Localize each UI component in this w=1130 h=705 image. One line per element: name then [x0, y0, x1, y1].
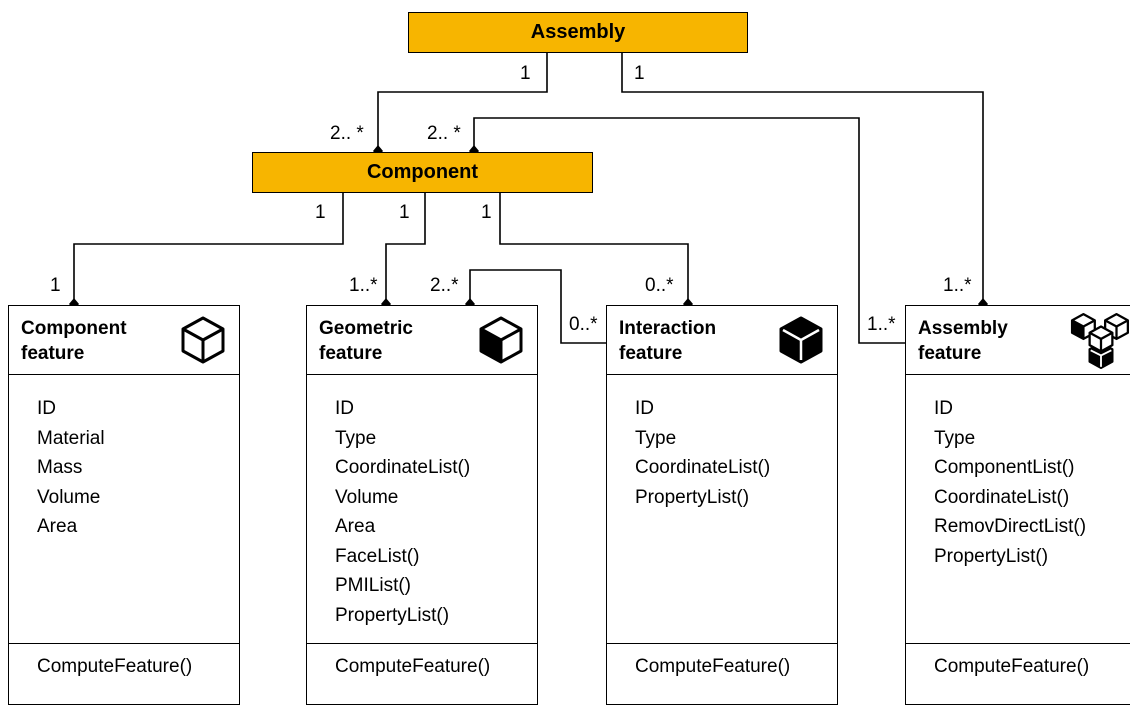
mult-assembly-left: 1	[520, 63, 531, 84]
operation-section: ComputeFeature()	[307, 643, 537, 677]
attribute: CoordinateList()	[335, 457, 471, 478]
attribute: PropertyList()	[635, 486, 750, 508]
wire-component-if	[499, 192, 689, 305]
wire-assembly-component	[377, 52, 548, 152]
attribute: ID	[335, 398, 354, 419]
class-assembly-feature: Assembly feature	[905, 305, 1130, 705]
operation: ComputeFeature()	[635, 656, 791, 677]
class-interaction-feature: Interaction feature ID Type CoordinateLi…	[606, 305, 838, 705]
mult-af-top: 1..*	[943, 275, 972, 296]
mult-af-left: 1..*	[867, 314, 896, 335]
attribute: PropertyList()	[934, 545, 1049, 567]
attribute: PropertyList()	[335, 604, 450, 626]
operation-section: ComputeFeature()	[607, 643, 837, 677]
mult-component-to-if: 1	[481, 202, 492, 223]
mult-component-top-right: 2.. *	[427, 123, 461, 144]
attribute: Material	[37, 427, 105, 449]
wire-component-cf	[73, 192, 344, 305]
class-name: Assembly feature	[918, 318, 1008, 364]
attribute: Area	[335, 516, 376, 537]
mult-gf-top: 1..*	[349, 275, 378, 296]
cube-filled-icon	[779, 316, 823, 364]
attribute: Volume	[37, 486, 101, 508]
operation: ComputeFeature()	[934, 656, 1090, 677]
mult-component-to-gf: 1	[399, 202, 410, 223]
operation-section: ComputeFeature()	[906, 643, 1130, 677]
mult-cf-top: 1	[50, 275, 61, 296]
operation-section: ComputeFeature()	[9, 643, 239, 677]
mult-if-top: 0..*	[645, 275, 674, 296]
mult-component-top-left: 2.. *	[330, 123, 364, 144]
assembly-box: Assembly	[408, 12, 748, 53]
attribute: ComponentList()	[934, 457, 1075, 478]
mult-gf-top-right: 2..*	[430, 275, 459, 296]
cube-half-filled-icon	[479, 316, 523, 364]
attribute: Type	[635, 427, 677, 449]
attribute-list: ID Type ComponentList() CoordinateList()…	[934, 394, 1086, 571]
wire-assembly-assemblyfeature	[621, 52, 984, 305]
cube-outline-icon	[181, 316, 225, 364]
attribute-list: ID Type CoordinateList() PropertyList()	[635, 394, 770, 512]
class-component-feature: Component feature ID Material Mass Volum…	[8, 305, 240, 705]
mult-if-left: 0..*	[569, 314, 598, 335]
attribute: Type	[934, 427, 976, 449]
class-name: Component feature	[21, 318, 127, 364]
class-header: Geometric feature	[307, 306, 537, 375]
wire-gf-if	[469, 269, 607, 344]
class-name: Geometric feature	[319, 318, 413, 364]
attribute: RemovDirectList()	[934, 516, 1087, 537]
attribute: CoordinateList()	[635, 457, 771, 478]
attribute-list: ID Material Mass Volume Area	[37, 394, 105, 542]
attribute: Type	[335, 427, 377, 449]
mult-assembly-right: 1	[634, 63, 645, 84]
class-geometric-feature: Geometric feature ID Type CoordinateList…	[306, 305, 538, 705]
wire-component-assemblyfeature	[473, 117, 906, 344]
attribute: FaceList()	[335, 545, 420, 567]
attribute: ID	[934, 398, 953, 419]
component-box: Component	[252, 152, 593, 193]
operation: ComputeFeature()	[37, 656, 193, 677]
component-label: Component	[366, 161, 479, 183]
class-header: Interaction feature	[607, 306, 837, 375]
wire-component-gf	[385, 192, 426, 305]
attribute-list: ID Type CoordinateList() Volume Area Fac…	[335, 394, 470, 630]
class-header: Component feature	[9, 306, 239, 375]
class-header: Assembly feature	[906, 306, 1130, 375]
attribute: CoordinateList()	[934, 486, 1070, 508]
attribute: ID	[635, 398, 654, 419]
mult-component-to-cf: 1	[315, 202, 326, 223]
attribute: ID	[37, 398, 56, 419]
attribute: Mass	[37, 457, 83, 478]
class-name: Interaction feature	[619, 318, 717, 364]
operation: ComputeFeature()	[335, 656, 491, 677]
attribute: PMIList()	[335, 575, 411, 596]
attribute: Volume	[335, 486, 399, 508]
attribute: Area	[37, 516, 78, 537]
cube-cluster-icon	[1070, 312, 1130, 370]
assembly-label: Assembly	[530, 21, 626, 43]
